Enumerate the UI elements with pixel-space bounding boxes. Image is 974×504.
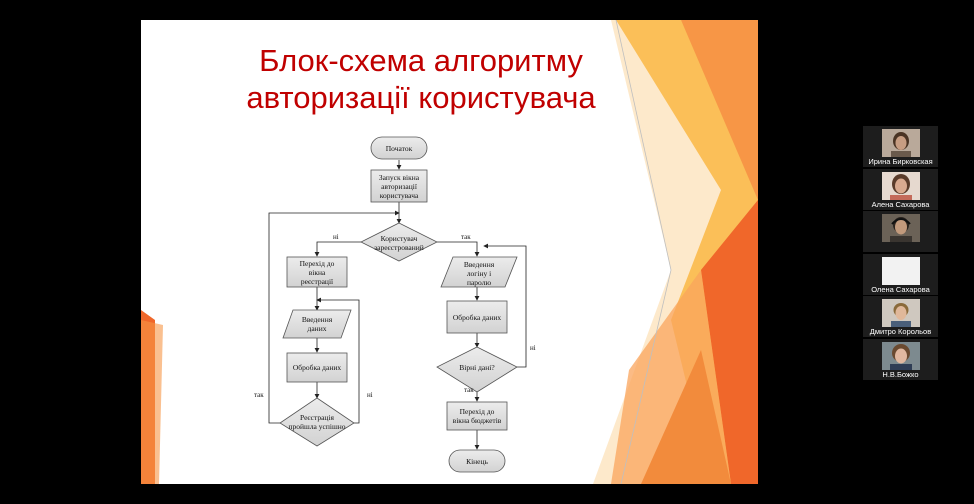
registered-decision	[360, 222, 438, 262]
input-login-text-1: Введення	[464, 260, 495, 269]
input-login-text-3: паролю	[467, 278, 491, 287]
label-yes-valid: так	[464, 386, 474, 394]
participant-tile[interactable]: Н.В.Божко	[863, 338, 938, 380]
participant-name: Н.В.Божко	[882, 369, 919, 379]
flowchart: Початок Запуск вікна авторизації користу…	[254, 136, 536, 473]
launch-text-1: Запуск вікна	[379, 173, 420, 182]
goto-budgets-text-2: вікна бюджетів	[453, 416, 502, 425]
goto-reg-text-2: вікна	[309, 268, 326, 277]
decision-text-2: зареєстрований	[374, 243, 424, 252]
end-terminal	[448, 449, 506, 473]
launch-text-3: користувача	[380, 191, 419, 200]
registration-success-decision	[279, 397, 355, 447]
slide-title: Блок-схема алгоритму авторизації користу…	[141, 42, 701, 116]
video-thumbnail	[881, 299, 920, 327]
slide-title-line1: Блок-схема алгоритму	[259, 43, 583, 78]
participant-tile[interactable]	[863, 211, 938, 252]
video-thumbnail	[881, 129, 920, 157]
goto-budgets-text-1: Перехід до	[460, 407, 495, 416]
label-no-decision: ні	[333, 233, 339, 241]
label-yes-decision: так	[461, 233, 471, 241]
participant-name: Олена Сахарова	[871, 284, 930, 294]
decision-text-1: Користувач	[381, 234, 418, 243]
label-yes-registration: так	[254, 391, 264, 399]
video-thumbnail	[881, 256, 920, 285]
input-data-text-1: Введення	[302, 315, 333, 324]
input-login-parallelogram	[440, 256, 518, 288]
reg-success-text-1: Реєстрація	[300, 413, 334, 422]
process-left-text: Обробка даних	[293, 363, 341, 372]
reg-success-text-2: пройшла успішно	[289, 422, 346, 431]
participant-name: Дмитро Корольов	[869, 327, 932, 336]
valid-data-decision	[436, 346, 518, 393]
slide-decoration	[141, 20, 758, 484]
video-thumbnail	[881, 214, 920, 242]
participant-tile[interactable]: Дмитро Корольов	[863, 296, 938, 337]
slide-title-line2: авторизації користувача	[246, 80, 596, 115]
participant-name: Ирина Бирковская	[868, 157, 933, 166]
process-right-text: Обробка даних	[453, 313, 501, 322]
participant-name: Алена Сахарова	[871, 199, 930, 209]
start-text: Початок	[386, 144, 413, 153]
input-data-parallelogram	[282, 309, 352, 339]
process-left-box	[286, 352, 348, 383]
participant-tile[interactable]: Алена Сахарова	[863, 168, 938, 210]
goto-budgets-box	[446, 401, 508, 431]
presentation-slide: Блок-схема алгоритму авторизації користу…	[141, 20, 758, 484]
goto-reg-text-1: Перехід до	[300, 259, 335, 268]
video-thumbnail	[881, 171, 920, 200]
participant-panel: Ирина Бирковская Алена Сахарова Олена Са…	[863, 126, 938, 381]
process-right-box	[446, 300, 508, 334]
launch-text-2: авторизації	[381, 182, 418, 191]
start-terminal	[370, 136, 428, 160]
valid-data-text: Вірні дані?	[459, 363, 495, 372]
participant-tile[interactable]: Олена Сахарова	[863, 253, 938, 295]
launch-box	[370, 169, 428, 203]
end-text: Кінець	[466, 457, 488, 466]
goto-reg-text-3: реєстрації	[301, 277, 334, 286]
input-login-text-2: логіну і	[467, 269, 491, 278]
participant-tile[interactable]: Ирина Бирковская	[863, 126, 938, 167]
goto-registration-box	[286, 256, 348, 288]
input-data-text-2: даних	[308, 324, 327, 333]
video-thumbnail	[881, 341, 920, 370]
label-no-registration: ні	[367, 391, 373, 399]
label-no-valid: ні	[530, 344, 536, 352]
